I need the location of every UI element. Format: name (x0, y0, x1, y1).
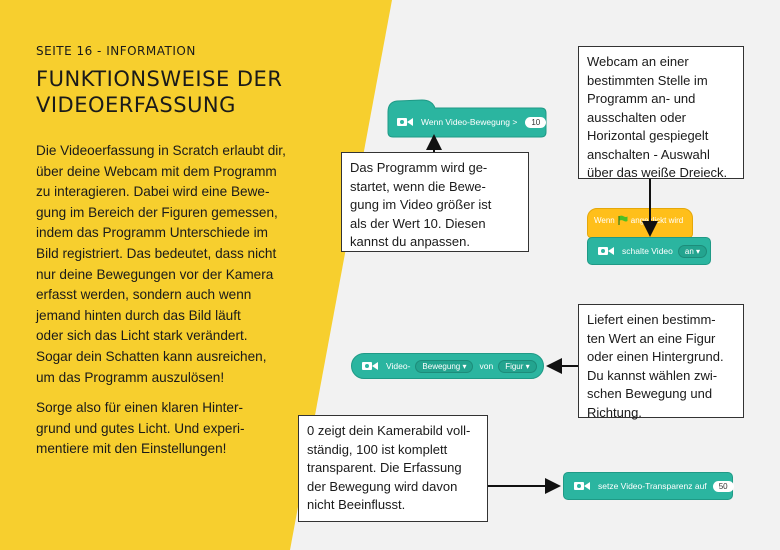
hat-label: Wenn Video-Bewegung > (421, 117, 518, 127)
callout-line: ständig, 100 ist komplett (307, 441, 448, 457)
flag-hat-label-2: angeklickt wird (630, 215, 684, 225)
callout-motion-hat: Das Programm wird ge- startet, wenn die … (341, 152, 529, 252)
para-line: erfasst werden, sondern auch wenn (36, 287, 252, 303)
motion-threshold-input[interactable]: 10 (525, 116, 547, 128)
title-line-2: VIDEOERFASSUNG (36, 93, 236, 117)
video-camera-icon (574, 482, 590, 490)
callout-line: schen Bewegung und (587, 386, 713, 401)
video-sensing-reporter-block[interactable]: Video- Bewegung ▾ von Figur ▾ (351, 353, 544, 379)
video-transparency-block[interactable]: setze Video-Transparenz auf 50 (563, 472, 734, 500)
target-dropdown[interactable]: Figur ▾ (498, 359, 537, 373)
para-line: Bild registriert. Das bedeutet, dass nic… (36, 245, 277, 261)
para-line: grund und gutes Licht. Und experi- (36, 420, 245, 436)
sensing-label-von: von (479, 361, 494, 371)
callout-transparency: 0 zeigt dein Kamerabild voll- ständig, 1… (298, 415, 488, 522)
callout-line: Liefert einen bestimm- (587, 312, 716, 327)
para-line: jemand hinten durch das Bild läuft (36, 307, 241, 323)
transparency-label: setze Video-Transparenz auf (598, 481, 707, 491)
page-kicker: SEITE 16 - INFORMATION (36, 44, 196, 58)
callout-line: als der Wert 10. Diesen (350, 215, 486, 231)
callout-line: gung im Video größer ist (350, 197, 492, 212)
callout-line: startet, wenn die Bewe- (350, 178, 486, 194)
callout-line: anschalten - Auswahl (587, 146, 710, 162)
callout-line: nicht Beeinflusst. (307, 497, 406, 512)
para-line: Sorge also für einen klaren Hinter- (36, 400, 244, 415)
callout-video-toggle: Webcam an einer bestimmten Stelle im Pro… (578, 46, 744, 180)
para-line: Die Videoerfassung in Scratch erlaubt di… (36, 143, 286, 158)
callout-line: ten Wert an eine Figur (587, 330, 716, 346)
green-flag-hat-block[interactable]: Wenn angeklickt wird (587, 208, 693, 238)
para-line: um das Programm auszulösen! (36, 369, 225, 385)
flag-hat-label: Wenn (594, 215, 615, 225)
para-line: zu interagieren. Dabei wird eine Bewe- (36, 184, 270, 200)
video-motion-hat-content: Wenn Video-Bewegung > 10 (397, 112, 547, 132)
callout-line: oder einen Hintergrund. (587, 349, 724, 364)
tip-paragraph: Sorge also für einen klaren Hinter- grun… (36, 398, 336, 460)
green-flag-icon (618, 215, 628, 225)
para-line: gung im Bereich der Figuren gemessen, (36, 204, 278, 220)
sensing-label: Video- (386, 361, 411, 371)
callout-line: Das Programm wird ge- (350, 160, 488, 175)
callout-line: Webcam an einer (587, 54, 689, 69)
callout-line: Programm an- und (587, 91, 696, 106)
transparency-value-input[interactable]: 50 (712, 480, 734, 492)
callout-line: ausschalten oder (587, 109, 687, 125)
callout-line: kannst du anpassen. (350, 234, 470, 249)
video-camera-icon (397, 118, 413, 126)
callout-line: 0 zeigt dein Kamerabild voll- (307, 423, 471, 438)
video-motion-hat-block[interactable] (387, 98, 547, 138)
intro-paragraph: Die Videoerfassung in Scratch erlaubt di… (36, 141, 336, 388)
video-camera-icon (362, 362, 378, 370)
callout-line: bestimmten Stelle im (587, 72, 708, 88)
para-line: über deine Webcam mit dem Programm (36, 163, 277, 179)
title-line-1: FUNKTIONSWEISE DER (36, 67, 283, 91)
callout-line: der Bewegung wird davon (307, 478, 458, 494)
callout-sensing: Liefert einen bestimm- ten Wert an eine … (578, 304, 744, 420)
callout-line: Horizontal gespiegelt (587, 128, 709, 143)
para-line: nur deine Bewegungen vor der Kamera (36, 266, 274, 282)
video-camera-icon (598, 247, 614, 255)
callout-line: über das weiße Dreieck. (587, 165, 728, 180)
video-state-dropdown[interactable]: an ▾ (677, 244, 708, 258)
video-toggle-label: schalte Video (622, 246, 673, 256)
para-line: mentiere mit den Einstellungen! (36, 441, 227, 457)
para-line: indem das Programm Unterschiede im (36, 225, 268, 241)
callout-line: transparent. Die Erfassung (307, 460, 462, 475)
callout-line: Du kannst wählen zwi- (587, 367, 718, 383)
para-line: oder sich das Licht stark verändert. (36, 328, 248, 344)
video-toggle-block[interactable]: schalte Video an ▾ (587, 237, 711, 265)
callout-line: Richtung. (587, 404, 642, 420)
attribute-dropdown[interactable]: Bewegung ▾ (415, 359, 474, 373)
para-line: Sogar dein Schatten kann ausreichen, (36, 348, 267, 364)
page-title: FUNKTIONSWEISE DER VIDEOERFASSUNG (36, 66, 356, 118)
